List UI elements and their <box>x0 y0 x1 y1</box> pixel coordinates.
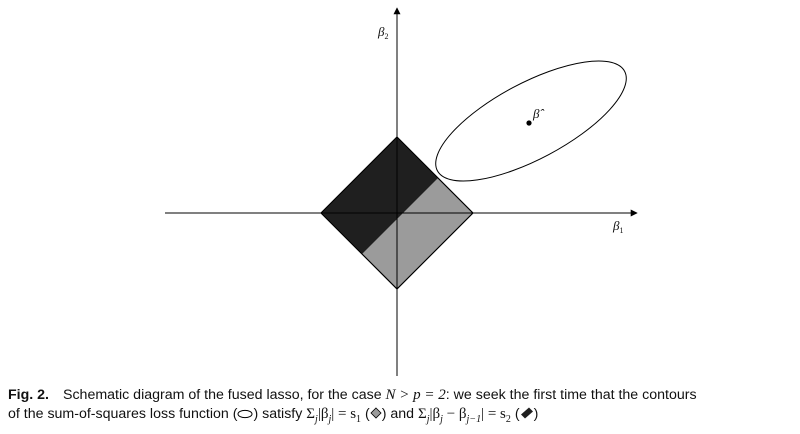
caption-text-1: Schematic diagram of the fused lasso, fo… <box>63 387 386 403</box>
caption-text-2: of the sum-of-squares loss function ( <box>8 406 238 422</box>
fused-constraint-expr: Σj|βj − βj−1| = s2 <box>418 406 511 425</box>
estimate-label: β̂ <box>532 106 544 121</box>
estimate-point <box>526 120 532 126</box>
caption-text-and: and <box>386 406 419 422</box>
fused-constraint-band <box>321 137 473 263</box>
x-axis-label: β1 <box>612 218 623 235</box>
loss-contour-ellipse <box>435 60 627 182</box>
fused-lasso-diagram: β̂ β2 β1 <box>165 7 638 376</box>
figure-number: Fig. 2. <box>8 387 49 403</box>
ellipse-glyph-icon <box>237 409 253 419</box>
lasso-constraint-expr: Σj|βj| = s1 <box>306 406 362 425</box>
y-axis-label: β2 <box>377 24 388 41</box>
case-condition: N > p = 2 <box>385 387 446 403</box>
band-glyph-icon <box>520 407 533 419</box>
caption-line-2: of the sum-of-squares loss function ( ) s… <box>8 406 539 425</box>
caption-text-1-end: : we seek the first time that the contou… <box>445 387 697 403</box>
caption-text-satisfy: ) satisfy <box>253 406 307 422</box>
figure-caption: Fig. 2. Schematic diagram of the fused la… <box>8 386 798 425</box>
caption-line-1: Fig. 2. Schematic diagram of the fused la… <box>8 386 798 405</box>
diamond-glyph-icon <box>370 407 382 419</box>
